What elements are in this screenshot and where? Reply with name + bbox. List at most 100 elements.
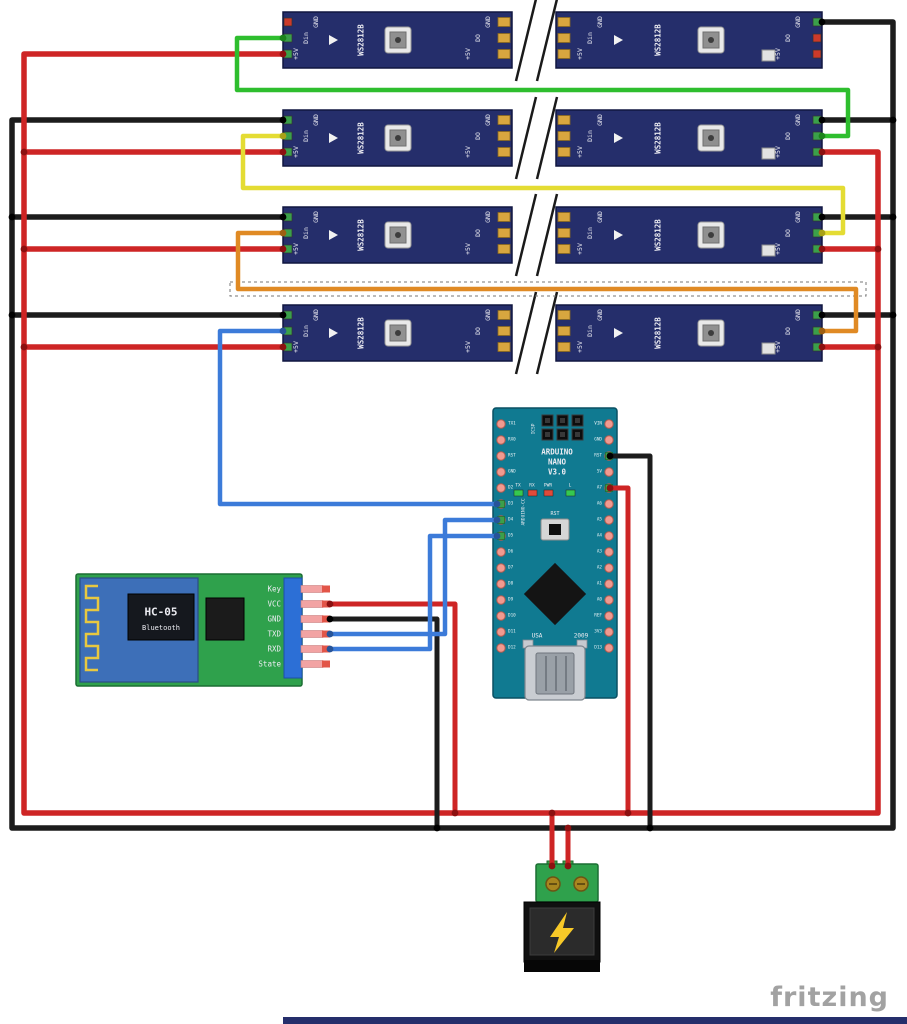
wire-endpoint[interactable] xyxy=(818,132,826,140)
arduino-pin-right-A6[interactable] xyxy=(604,499,614,509)
wire-endpoint[interactable] xyxy=(279,229,287,237)
hc05-pin-tip[interactable] xyxy=(322,600,330,608)
wire-endpoint[interactable] xyxy=(20,148,28,156)
wire-endpoint[interactable] xyxy=(818,245,826,253)
wire-endpoint[interactable] xyxy=(818,116,826,124)
led-strip-row-2[interactable]: +5VDinGNDWS2812B+5VDOGND+5VDinGNDWS2812B… xyxy=(282,96,823,180)
wire-endpoint[interactable] xyxy=(548,862,556,870)
wire-endpoint[interactable] xyxy=(493,500,501,508)
hc05-pin-leg-VCC[interactable] xyxy=(300,600,324,608)
strip-wire-pad[interactable] xyxy=(812,33,822,43)
wire-gnd-hc05[interactable] xyxy=(327,616,440,831)
wire-data-arduino-to-strip4[interactable] xyxy=(217,328,500,507)
led-strip-row-4[interactable]: +5VDinGNDWS2812B+5VDOGND+5VDinGNDWS2812B… xyxy=(282,291,823,375)
wire-endpoint[interactable] xyxy=(279,148,287,156)
arduino-pin-left-D9[interactable] xyxy=(496,595,506,605)
wire-endpoint[interactable] xyxy=(279,50,287,58)
wire-endpoint[interactable] xyxy=(606,484,614,492)
wire-endpoint[interactable] xyxy=(889,311,897,319)
arduino-pin-right-A0[interactable] xyxy=(604,595,614,605)
hc05-pin-leg-RXD[interactable] xyxy=(300,645,324,653)
wire-hc05-txd-to-arduino[interactable] xyxy=(327,517,500,637)
arduino-pin-left-D7[interactable] xyxy=(496,563,506,573)
hc05-pin-leg-State[interactable] xyxy=(300,660,324,668)
wire-endpoint[interactable] xyxy=(818,229,826,237)
wire-endpoint[interactable] xyxy=(326,645,334,653)
wire-gnd-arduino[interactable] xyxy=(607,453,653,831)
wire-endpoint[interactable] xyxy=(279,327,287,335)
wire-endpoint[interactable] xyxy=(874,245,882,253)
arduino-pin-left-D10[interactable] xyxy=(496,611,506,621)
wire-endpoint[interactable] xyxy=(818,343,826,351)
arduino-pin-left-D2[interactable] xyxy=(496,483,506,493)
hc05-pin-leg-Key[interactable] xyxy=(300,585,324,593)
wire-endpoint[interactable] xyxy=(606,452,614,460)
wire-5v-bus[interactable] xyxy=(21,51,881,816)
wire-data-strip4-to-strip3[interactable] xyxy=(235,230,859,334)
wire-endpoint[interactable] xyxy=(326,630,334,638)
strip-segment-right[interactable] xyxy=(555,304,823,362)
arduino-pin-right-A4[interactable] xyxy=(604,531,614,541)
led-strip-row-5-cropped[interactable] xyxy=(283,1017,907,1024)
arduino-pin-right-A1[interactable] xyxy=(604,579,614,589)
wire-endpoint[interactable] xyxy=(818,327,826,335)
wire-data-strip2-to-strip1[interactable] xyxy=(234,35,851,139)
wire-endpoint[interactable] xyxy=(279,116,287,124)
arduino-pin-right-D13[interactable] xyxy=(604,643,614,653)
battery-terminal-block[interactable] xyxy=(535,863,599,903)
wire-endpoint[interactable] xyxy=(889,116,897,124)
wire-endpoint[interactable] xyxy=(279,213,287,221)
wire-endpoint[interactable] xyxy=(818,18,826,26)
led-strip-row-3[interactable]: +5VDinGNDWS2812B+5VDOGND+5VDinGNDWS2812B… xyxy=(282,193,823,277)
wire-endpoint[interactable] xyxy=(326,600,334,608)
wire-endpoint[interactable] xyxy=(818,311,826,319)
wire-endpoint[interactable] xyxy=(8,213,16,221)
wire-endpoint[interactable] xyxy=(493,532,501,540)
wire-endpoint[interactable] xyxy=(818,213,826,221)
arduino-pin-left-GND[interactable] xyxy=(496,467,506,477)
wire-endpoint[interactable] xyxy=(279,245,287,253)
arduino-pin-right-VIN[interactable] xyxy=(604,419,614,429)
wire-5v-arduino[interactable] xyxy=(607,485,631,816)
wire-endpoint[interactable] xyxy=(818,148,826,156)
wire-data-strip3-to-strip2[interactable] xyxy=(240,133,846,236)
strip-wire-pad[interactable] xyxy=(283,17,293,27)
wire-endpoint[interactable] xyxy=(279,132,287,140)
wire-endpoint[interactable] xyxy=(326,615,334,623)
strip-segment-right[interactable] xyxy=(555,109,823,167)
wire-endpoint[interactable] xyxy=(548,809,556,817)
reset-button-cap[interactable] xyxy=(549,524,561,535)
battery[interactable] xyxy=(523,860,601,972)
hc05-pin-tip[interactable] xyxy=(322,645,330,653)
arduino-pin-right-GND[interactable] xyxy=(604,435,614,445)
hc05-pin-tip[interactable] xyxy=(322,615,330,623)
arduino-pin-left-D8[interactable] xyxy=(496,579,506,589)
wire-endpoint[interactable] xyxy=(564,824,572,832)
wire-endpoint[interactable] xyxy=(279,343,287,351)
arduino-pin-left-D11[interactable] xyxy=(496,627,506,637)
hc05-pin-leg-GND[interactable] xyxy=(300,615,324,623)
wire-endpoint[interactable] xyxy=(279,311,287,319)
arduino-pin-right-3V3[interactable] xyxy=(604,627,614,637)
wire-endpoint[interactable] xyxy=(433,824,441,832)
arduino-pin-left-RX0[interactable] xyxy=(496,435,506,445)
strip-wire-pad[interactable] xyxy=(812,49,822,59)
arduino-pin-right-A2[interactable] xyxy=(604,563,614,573)
arduino-pin-right-A5[interactable] xyxy=(604,515,614,525)
wire-endpoint[interactable] xyxy=(874,343,882,351)
arduino-pin-right-A3[interactable] xyxy=(604,547,614,557)
arduino-pin-right-5V[interactable] xyxy=(604,467,614,477)
wire-endpoint[interactable] xyxy=(20,245,28,253)
led-strip-row-1[interactable]: +5VDinGNDWS2812B+5VDOGND+5VDinGNDWS2812B… xyxy=(282,0,823,82)
hc05-pin-tip[interactable] xyxy=(322,660,330,668)
arduino-pin-right-REF[interactable] xyxy=(604,611,614,621)
wire-endpoint[interactable] xyxy=(646,824,654,832)
wire-endpoint[interactable] xyxy=(20,343,28,351)
arduino-pin-left-RST[interactable] xyxy=(496,451,506,461)
wire-endpoint[interactable] xyxy=(564,862,572,870)
arduino-pin-left-TX1[interactable] xyxy=(496,419,506,429)
wire-hc05-rxd-to-arduino[interactable] xyxy=(327,533,500,652)
wire-endpoint[interactable] xyxy=(451,809,459,817)
